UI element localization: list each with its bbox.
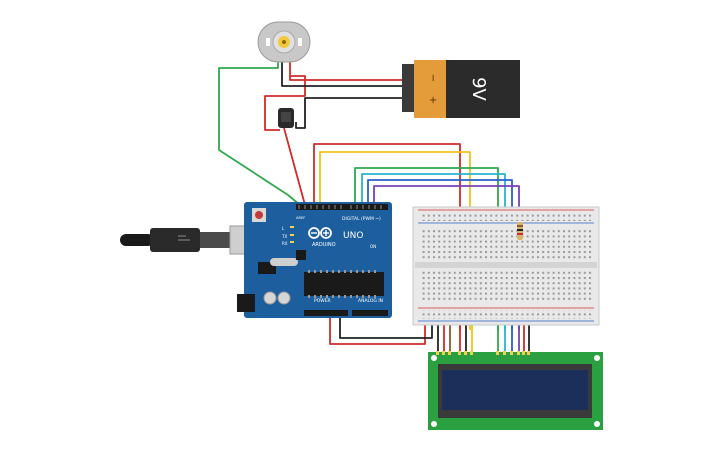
capacitor-1 — [263, 291, 277, 305]
resistor-icon[interactable] — [517, 222, 523, 240]
led-tx-label: TX — [281, 234, 287, 239]
lcd-16x2-display[interactable] — [428, 351, 603, 430]
battery-plus-sign: + — [427, 96, 438, 104]
atmega-chip — [304, 272, 384, 296]
capacitor-2 — [277, 291, 291, 305]
led-l-label: L — [282, 226, 285, 231]
wire-black-transistor-battery[interactable] — [295, 97, 410, 129]
led-on-label: ON — [370, 244, 376, 249]
wire-black-power[interactable] — [339, 315, 433, 339]
battery-9v[interactable]: − + 9V — [402, 60, 520, 118]
breadboard[interactable] — [412, 206, 600, 326]
lcd-screen — [442, 370, 588, 410]
battery-voltage-label: 9V — [468, 77, 489, 101]
arduino-model-label: UNO — [343, 231, 363, 241]
analog-header-label: ANALOG IN — [358, 298, 383, 304]
power-header-label: POWER — [314, 298, 331, 304]
transistor-icon[interactable] — [278, 108, 294, 128]
wire-red-transistor-arduino[interactable] — [283, 127, 306, 206]
wire-red-battery[interactable] — [289, 76, 410, 81]
arduino-brand-label: ARDUINO — [312, 242, 336, 248]
dc-motor-icon[interactable] — [257, 21, 311, 63]
wire-red-power[interactable] — [329, 315, 426, 345]
usb-plug-icon[interactable] — [120, 225, 257, 255]
wire-green-motor[interactable] — [218, 62, 301, 206]
aref-label: AREF — [296, 216, 305, 220]
wire-black-motor-battery[interactable] — [281, 62, 410, 87]
arduino-logo — [308, 227, 332, 239]
digital-header-label: DIGITAL (PWM ~) — [342, 216, 381, 222]
arduino-uno-board[interactable]: DIGITAL (PWM ~) AREF POWER ANALOG IN ARD… — [237, 202, 392, 318]
battery-minus-sign: − — [427, 74, 438, 82]
led-rx-label: RX — [282, 241, 288, 246]
